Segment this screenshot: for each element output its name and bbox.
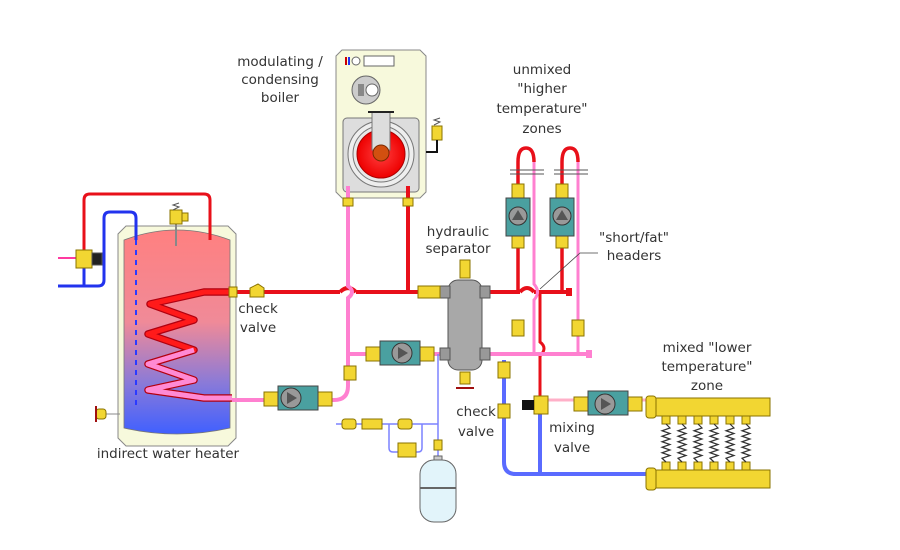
loop-return-fitting [677, 461, 687, 471]
radiant-manifold [645, 395, 771, 491]
drain-valve[interactable] [95, 408, 107, 420]
radiant-loop [724, 423, 736, 463]
return-piping [232, 162, 660, 402]
indirect-water-heater [95, 202, 237, 447]
check-valve-bottom[interactable] [497, 403, 511, 419]
loop-supply-fitting [693, 415, 703, 425]
loop-return-fitting [741, 461, 751, 471]
mixed-zone-circulator[interactable] [573, 390, 643, 416]
pressure-reducing-valve[interactable] [397, 442, 417, 458]
system-circulator[interactable] [365, 340, 435, 366]
pump-icon [287, 392, 297, 404]
pump-icon [601, 398, 611, 410]
circulators [263, 183, 643, 416]
loop-return-fitting [709, 461, 719, 471]
pipe-break-marks [510, 169, 588, 175]
radiant-loop [740, 423, 752, 463]
loop-supply-fitting [725, 415, 735, 425]
radiant-loop [676, 423, 688, 463]
loop-supply-fitting [741, 415, 751, 425]
pump-icon [398, 347, 408, 359]
dhw-mixing-valve[interactable] [75, 249, 93, 269]
burner-icon [372, 144, 390, 162]
headers-leader-line [539, 252, 598, 290]
water-heater-label: indirect water heater [97, 446, 240, 462]
hydraulic-separator [439, 259, 491, 389]
mixing-valve[interactable] [533, 395, 549, 415]
air-vent [459, 259, 471, 279]
cold-return-piping [502, 360, 660, 476]
boiler-relief-valve [431, 125, 443, 141]
loop-return-fitting [693, 461, 703, 471]
loop-supply-fitting [709, 415, 719, 425]
valves [228, 197, 585, 458]
dhw-circulator[interactable] [263, 385, 333, 411]
pump-icon [512, 210, 524, 220]
boiler [335, 49, 443, 199]
check-valve-top[interactable] [249, 283, 265, 298]
zone-circulator-2[interactable] [549, 183, 575, 249]
expansion-tank [419, 455, 457, 523]
relief-valve-icon [171, 202, 181, 211]
dhw-piping [58, 192, 212, 288]
zone-circulator-1[interactable] [505, 183, 531, 249]
boiler-display [363, 55, 395, 67]
return-manifold [651, 469, 771, 489]
loop-return-fitting [725, 461, 735, 471]
separator-drain-valve[interactable] [459, 371, 471, 385]
radiant-loop [708, 423, 720, 463]
loop-supply-fitting [677, 415, 687, 425]
loop-supply-fitting [661, 415, 671, 425]
radiant-loop [660, 423, 672, 463]
loop-return-fitting [661, 461, 671, 471]
headers-label: "short/fat"headers [599, 230, 669, 264]
supply-manifold [651, 397, 771, 417]
pump-icon [556, 210, 568, 220]
boiler-isolation-valve[interactable] [417, 285, 441, 299]
radiant-loop [692, 423, 704, 463]
